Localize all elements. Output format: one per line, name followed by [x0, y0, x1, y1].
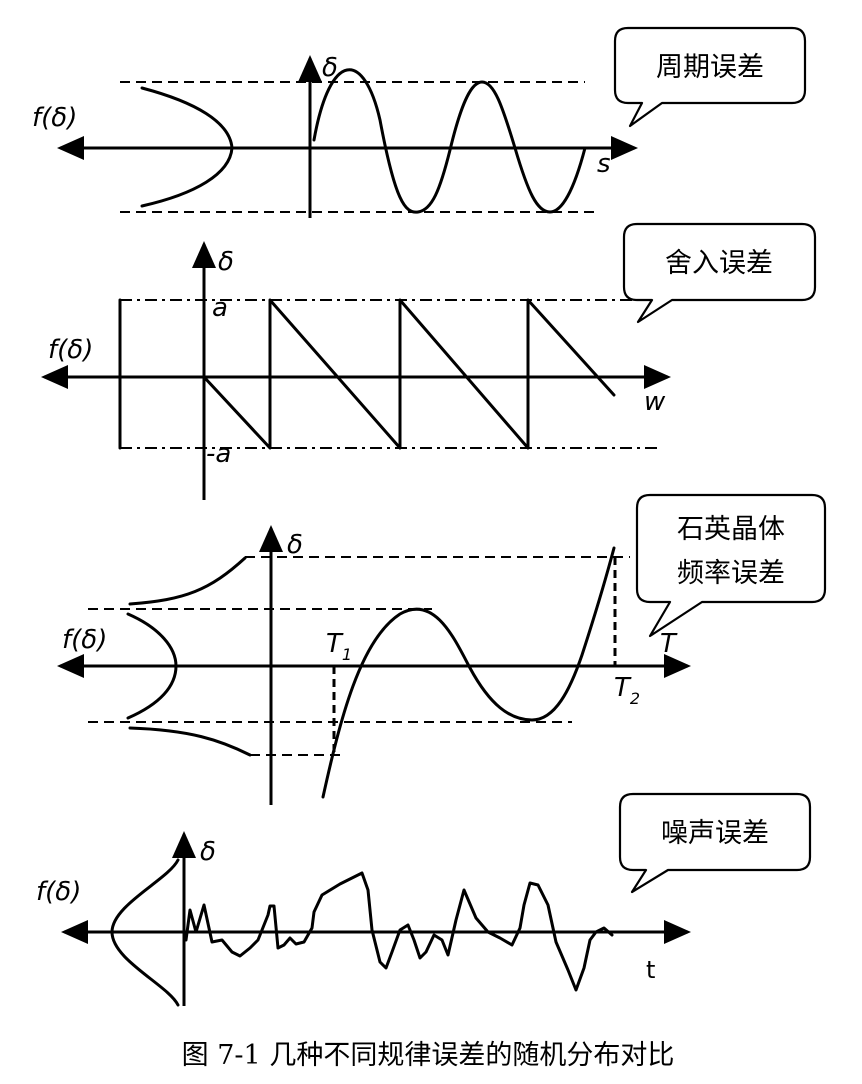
normal-distribution-curve	[110, 858, 180, 1007]
outer-distribution-upper	[128, 556, 247, 606]
t2-label: T2	[614, 673, 640, 708]
periodic-error-curve	[312, 68, 587, 214]
outer-distribution-lower	[128, 726, 252, 757]
axis-label-w: w	[644, 387, 666, 417]
delta-label: δ	[287, 530, 303, 560]
noise-error-curve	[184, 871, 614, 992]
callout-bubble	[635, 493, 827, 638]
panel-quartz-frequency-error: f(δ) δ T1 T2 T 石英晶体 频率误差	[57, 493, 827, 805]
callout-bubble	[613, 26, 807, 128]
callout-text-line2: 频率误差	[677, 558, 785, 589]
panel-periodic-error: f(δ) δ s 周期误差	[32, 26, 807, 218]
axis-label-T: T	[660, 629, 678, 659]
fdelta-label: f(δ)	[32, 103, 77, 133]
a-positive-label: a	[212, 293, 228, 323]
axis-label-s: s	[597, 149, 611, 179]
callout-bubble	[618, 792, 812, 894]
panel-rounding-error: f(δ) δ a -a w 舍入误差	[41, 222, 817, 500]
fdelta-label: f(δ)	[36, 877, 81, 907]
a-negative-label: -a	[206, 439, 231, 469]
callout-bubble	[622, 222, 817, 324]
panel-noise-error: f(δ) δ t 噪声误差	[36, 792, 812, 1007]
inner-distribution-curve	[126, 612, 178, 720]
delta-label: δ	[218, 247, 234, 277]
rounding-error-curve	[202, 298, 616, 450]
figure-caption: 图 7-1 几种不同规律误差的随机分布对比	[182, 1040, 675, 1071]
t1-label: T1	[326, 629, 352, 664]
axis-label-t: t	[646, 956, 655, 984]
callout-text: 噪声误差	[661, 818, 769, 849]
quartz-error-curve	[321, 546, 616, 799]
arcsine-distribution-curve	[140, 86, 234, 208]
fdelta-label: f(δ)	[48, 335, 93, 365]
callout-text: 舍入误差	[665, 248, 773, 279]
delta-label: δ	[322, 53, 338, 83]
callout-text-line1: 石英晶体	[677, 514, 785, 545]
fdelta-label: f(δ)	[62, 625, 107, 655]
delta-label: δ	[200, 837, 216, 867]
callout-text: 周期误差	[656, 52, 764, 83]
